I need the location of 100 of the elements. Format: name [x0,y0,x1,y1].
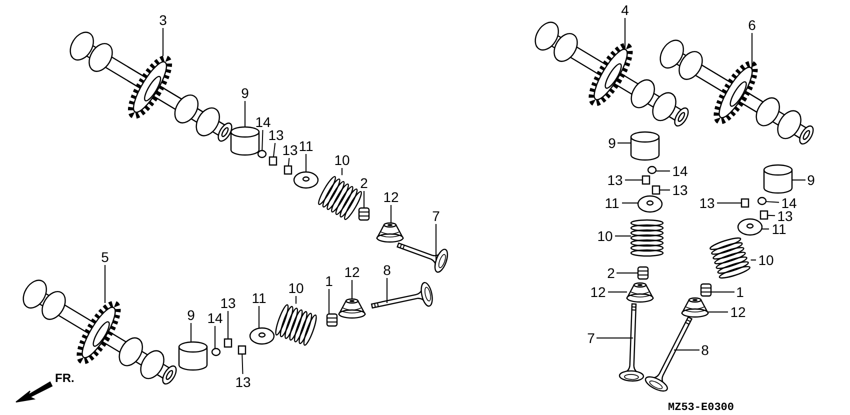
cotter-drawing [760,210,768,220]
camshaft-drawing [660,40,814,145]
leader-line [386,278,388,304]
callout-number: 13 [233,374,253,390]
callout-number: 9 [806,172,816,188]
leader-line [258,306,260,328]
diagram-code: MZ53-E0300 [668,401,734,415]
valve-seal-drawing [358,207,370,221]
spring-seat-drawing [338,298,366,319]
callout-number: 12 [381,189,401,205]
leader-line [617,142,632,144]
spring-retainer-drawing [637,195,663,213]
callout-number: 14 [779,195,799,211]
callout-number: 13 [697,195,717,211]
callout-number: 8 [700,342,710,358]
leader-line [767,214,776,216]
spring-seat-drawing [681,297,709,318]
leader-line [272,142,276,158]
callout-number: 12 [342,264,362,280]
leader-line [214,326,216,349]
spring-retainer-drawing [293,171,319,189]
leader-line [162,28,164,56]
callout-number: 2 [358,175,370,191]
camshaft-drawing [22,280,177,385]
callout-number: 14 [670,163,690,179]
camshaft-drawing [70,32,232,142]
cotter-drawing [652,185,660,195]
leader-line [390,204,392,224]
valve-drawing [396,242,448,273]
valve-seal-drawing [700,283,712,297]
callout-number: 9 [240,85,250,101]
cotter-drawing [284,165,292,175]
leader-line [766,201,780,203]
callout-number: 5 [100,249,110,265]
leader-line [288,158,290,166]
callout-number: 13 [218,295,238,311]
spring-seat-drawing [626,282,654,303]
leader-line [244,100,246,128]
cotter-drawing [642,175,650,185]
callout-number: 11 [769,221,789,237]
leader-line [762,228,770,230]
shim-drawing [647,166,657,174]
callout-number: 6 [746,17,758,33]
callout-number: 12 [588,284,608,300]
cotter-drawing [268,156,278,166]
leader-line [190,322,192,342]
valve-seal-drawing [637,266,649,280]
callout-number: 13 [266,127,286,143]
callout-number: 13 [670,182,690,198]
leader-line [624,18,626,50]
callout-number: 14 [253,114,273,130]
callout-number: 10 [756,252,776,268]
callout-number: 7 [586,330,596,346]
shim-drawing [211,348,221,356]
direction-label: FR. [55,370,74,386]
callout-number: 9 [186,307,196,323]
tappet-drawing [230,126,260,156]
leader-line [616,272,638,274]
cotter-drawing [224,338,232,348]
callout-number: 12 [728,304,748,320]
leader-line [328,288,330,314]
tappet-drawing [178,341,208,371]
valve-spring-drawing [710,237,750,279]
callout-number: 11 [602,195,622,211]
leader-line [622,202,638,204]
leader-line [242,354,244,374]
callout-number: 13 [775,208,795,224]
leader-line [716,202,742,204]
callout-number: 9 [606,135,618,151]
callout-number: 13 [605,172,625,188]
spring-seat-drawing [376,222,404,243]
valve-spring-drawing [275,304,317,346]
callout-number: 4 [620,2,630,18]
leader-line [656,170,670,172]
valve-spring-drawing [630,219,664,257]
valve-seal-drawing [326,313,338,327]
tappet-drawing [763,164,793,194]
callout-number: 7 [430,208,442,224]
callout-number: 14 [205,310,225,326]
callout-number: 2 [606,265,616,281]
callout-number: 11 [249,290,269,306]
cotter-drawing [238,345,246,355]
callout-number: 3 [158,12,168,28]
callout-number: 8 [382,262,392,278]
shim-drawing [257,150,267,158]
callout-number: 10 [286,280,306,296]
tappet-drawing [630,131,660,161]
cotter-drawing [740,198,750,208]
spring-retainer-drawing [249,327,275,345]
callout-number: 1 [324,273,334,289]
shim-drawing [757,196,767,206]
valve-drawing [370,282,433,309]
leader-line [262,130,264,151]
spring-retainer-drawing [737,218,763,236]
valve-spring-drawing [318,176,362,220]
callout-number: 10 [332,152,352,168]
callout-number: 1 [734,284,746,300]
valve-drawing [618,303,644,382]
callout-number: 10 [595,228,615,244]
leader-line [104,264,106,304]
